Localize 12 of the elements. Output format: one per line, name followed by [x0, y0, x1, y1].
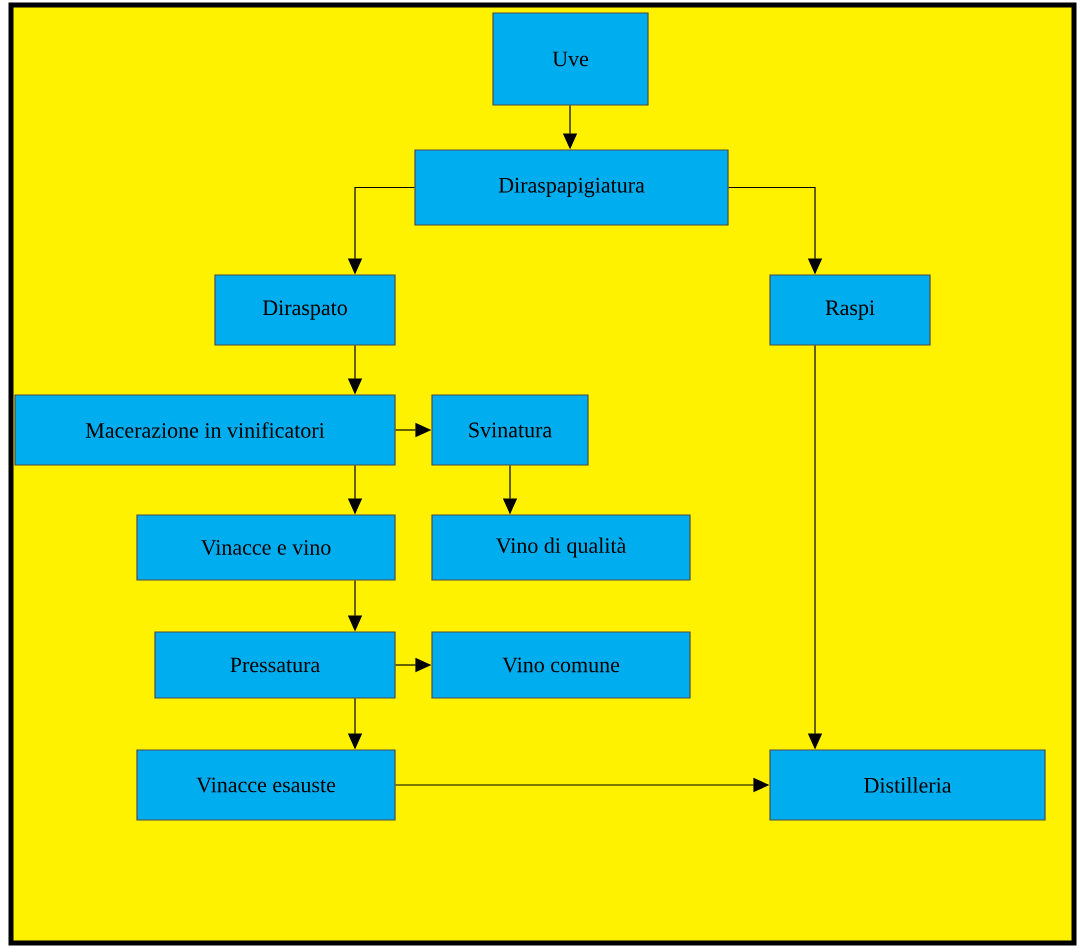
process-box: Svinatura — [431, 394, 589, 466]
process-box: Macerazione in vinificatori — [14, 394, 396, 466]
process-box: Vino comune — [431, 631, 691, 699]
process-box: Raspi — [769, 274, 931, 346]
process-box: Pressatura — [154, 631, 396, 699]
process-box: Vinacce e vino — [136, 514, 396, 581]
process-box: Uve — [492, 12, 649, 106]
process-box: Diraspato — [214, 274, 396, 346]
process-box: Distilleria — [769, 749, 1046, 821]
process-box: Vino di qualità — [431, 514, 691, 581]
process-box: Diraspapigiatura — [414, 149, 729, 226]
process-box: Vinacce esauste — [136, 749, 396, 821]
